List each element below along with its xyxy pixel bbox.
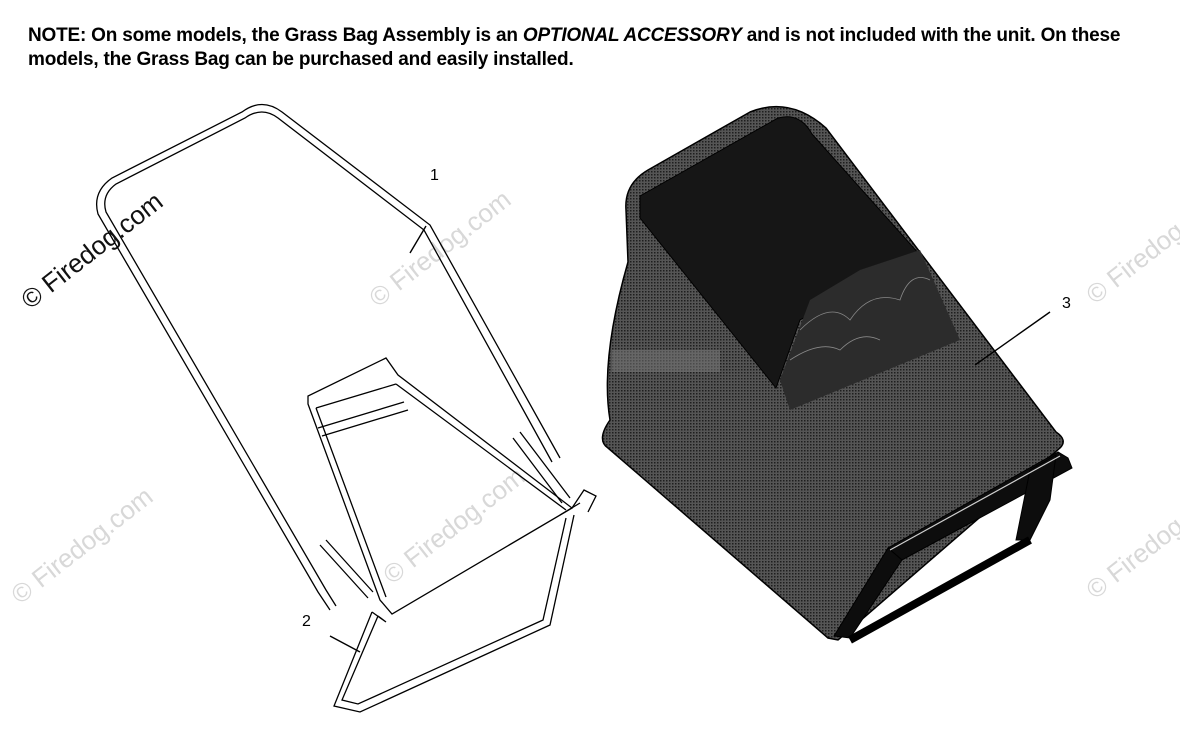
watermark-2: © Firedog.com <box>377 461 530 590</box>
lower-frame-part-2 <box>307 357 597 713</box>
watermark-1: © Firedog.com <box>363 184 516 313</box>
note-emphasis: OPTIONAL ACCESSORY <box>522 25 742 46</box>
note-text: NOTE: On some models, the Grass Bag Asse… <box>28 24 1158 72</box>
callout-2: 2 <box>302 613 311 630</box>
callout-1: 1 <box>430 167 439 184</box>
leader-line-2 <box>329 635 361 653</box>
note-suffix: and is not included with the unit. On th… <box>28 25 1121 70</box>
leader-line-3 <box>974 311 1051 366</box>
leader-line-1 <box>409 225 427 254</box>
watermark-3: © Firedog.com <box>5 481 158 610</box>
leader-lines <box>329 225 1051 653</box>
watermark-5: © Firedog.com <box>1080 181 1180 310</box>
callout-3: 3 <box>1062 295 1071 312</box>
note-prefix: NOTE: On some models, the Grass Bag Asse… <box>28 25 523 46</box>
grass-bag-part-3 <box>601 105 1073 644</box>
upper-frame-part-1 <box>95 103 571 611</box>
watermark-6: © Firedog.com <box>1080 476 1180 605</box>
